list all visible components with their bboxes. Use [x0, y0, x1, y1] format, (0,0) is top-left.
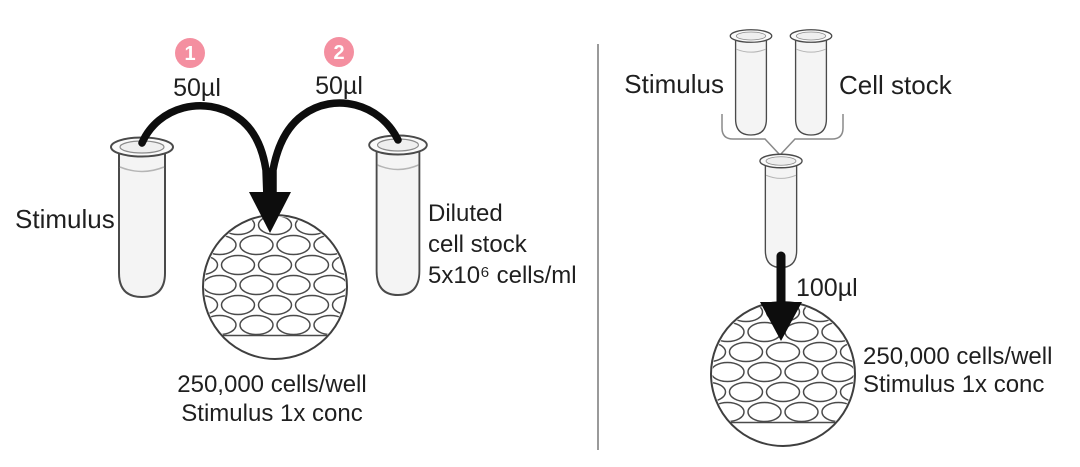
stimulus-tube [110, 136, 174, 298]
stimulus-tube-right-label: Stimulus [624, 69, 724, 99]
stimulus-tube-label: Stimulus [15, 204, 115, 234]
arrowhead-down-icon [760, 302, 802, 341]
arrowhead-down-icon [249, 192, 291, 233]
step-2-badge [324, 37, 354, 67]
left-result-line1: 250,000 cells/well [177, 371, 366, 398]
diluted-label-line1: Diluted [428, 200, 503, 227]
step-2-number: 2 [333, 42, 344, 64]
right-panel: Stimulus Cell stock 100µl 250,000 cells/… [624, 29, 1052, 447]
pour-arrow-step2 [269, 99, 402, 202]
cell-stock-tube-label: Cell stock [839, 70, 953, 100]
step-1-number: 1 [184, 43, 195, 65]
left-result-line2: Stimulus 1x conc [181, 400, 362, 427]
diluted-label-line3: 5x10⁶ cells/ml [428, 262, 577, 289]
step-2-volume-label: 50µl [315, 72, 363, 100]
right-result-line1: 250,000 cells/well [863, 343, 1052, 370]
well-plate-left [185, 215, 366, 359]
cell-stock-tube [789, 29, 833, 136]
diluted-label-line2: cell stock [428, 231, 528, 258]
pour-arrows [138, 99, 402, 202]
left-panel: 1 2 50µl 50µl Stimulus Diluted cell stoc… [15, 37, 577, 427]
right-volume-label: 100µl [796, 274, 858, 302]
diluted-cell-stock-tube [368, 134, 428, 296]
step-1-volume-label: 50µl [173, 74, 221, 102]
right-result-line2: Stimulus 1x conc [863, 371, 1044, 398]
mixed-tube [759, 153, 803, 269]
stimulus-tube-right [729, 29, 773, 136]
pour-arrow-step1 [138, 101, 271, 202]
step-1-badge [175, 38, 205, 68]
